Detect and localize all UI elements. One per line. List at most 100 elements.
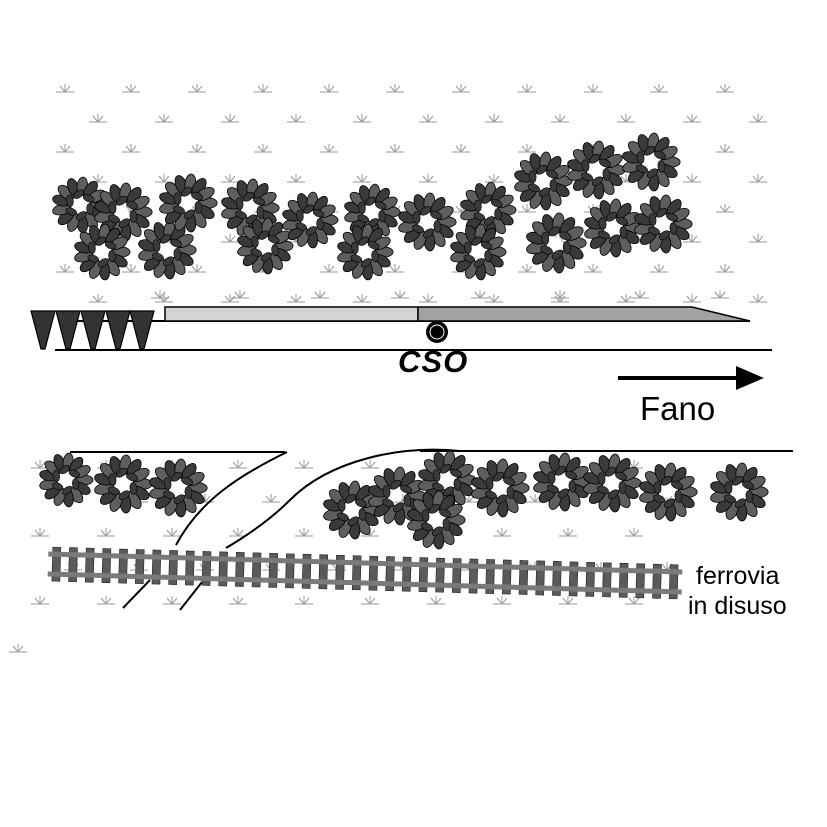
grass-tuft-icon — [254, 84, 272, 93]
grass-tuft-icon — [163, 528, 181, 537]
grass-tuft-icon — [485, 114, 503, 123]
grass-tuft-icon — [749, 294, 767, 303]
railway-track-icon — [47, 546, 683, 600]
station-label: CSO — [398, 344, 469, 379]
shrub-icon — [622, 132, 681, 192]
shrub-icon — [94, 454, 153, 514]
grass-tuft-icon — [716, 84, 734, 93]
grass-tuft-icon — [584, 264, 602, 273]
grass-tuft-icon — [452, 84, 470, 93]
grass-tuft-icon — [163, 596, 181, 605]
grass-tuft-icon — [452, 144, 470, 153]
railway-rail — [48, 551, 683, 575]
railway-rail — [47, 571, 682, 595]
grass-tuft-icon — [89, 174, 107, 183]
station-marker-icon — [426, 321, 448, 343]
grass-tuft-icon — [471, 290, 489, 299]
grass-tuft-icon — [287, 174, 305, 183]
arrow-right-icon — [618, 366, 764, 390]
grass-tuft-icon — [749, 114, 767, 123]
grass-tuft-icon — [188, 264, 206, 273]
shrub-icon — [337, 223, 394, 281]
grass-tuft-icon — [229, 528, 247, 537]
grass-tuft-icon — [584, 84, 602, 93]
grass-tuft-icon — [518, 84, 536, 93]
grass-tuft-icon — [31, 596, 49, 605]
grass-tuft-icon — [419, 114, 437, 123]
grass-tuft-icon — [122, 84, 140, 93]
grass-tuft-icon — [221, 174, 239, 183]
grass-tuft-icon — [89, 114, 107, 123]
grass-tuft-icon — [320, 84, 338, 93]
grass-tuft-icon — [518, 204, 536, 213]
grass-tuft-icon — [683, 174, 701, 183]
grass-tuft-icon — [295, 528, 313, 537]
grass-tuft-icon — [155, 114, 173, 123]
shrub-icon — [639, 462, 698, 522]
grass-tuft-icon — [427, 596, 445, 605]
shrub-icon — [514, 151, 573, 211]
grass-tuft-icon — [9, 644, 27, 653]
shrub-icon — [149, 458, 208, 518]
grass-tuft-icon — [650, 264, 668, 273]
bollards-icon — [30, 310, 155, 350]
grass-tuft-icon — [386, 144, 404, 153]
bollard-icon — [105, 310, 131, 350]
grass-tuft-icon — [122, 264, 140, 273]
grass-tuft-icon — [683, 294, 701, 303]
grass-tuft-icon — [551, 114, 569, 123]
grass-tuft-icon — [711, 290, 729, 299]
grass-tuft-icon — [493, 596, 511, 605]
grass-tuft-icon — [320, 144, 338, 153]
grass-tuft-icon — [254, 144, 272, 153]
grass-tuft-icon — [287, 114, 305, 123]
grass-tuft-icon — [683, 114, 701, 123]
grass-tuft-icon — [650, 84, 668, 93]
grass-tuft-icon — [56, 264, 74, 273]
grass-tuft-icon — [716, 204, 734, 213]
grass-tuft-icon — [361, 596, 379, 605]
grass-tuft-icon — [551, 290, 569, 299]
grass-tuft-icon — [361, 460, 379, 469]
side-road-right-dash — [179, 581, 203, 611]
grass-tuft-icon — [518, 264, 536, 273]
grass-tuft-icon — [391, 290, 409, 299]
railway-label-line1: ferrovia — [696, 562, 780, 590]
grass-tuft-icon — [311, 290, 329, 299]
shrub-icon — [323, 480, 382, 540]
shrub-icon — [221, 178, 280, 238]
side-road-left-dash — [122, 579, 151, 609]
grass-tuft-icon — [353, 174, 371, 183]
shrub-icon — [39, 452, 94, 508]
grass-tuft-icon — [716, 144, 734, 153]
shrub-icon — [74, 223, 131, 281]
grass-tuft-icon — [97, 596, 115, 605]
grass-tuft-icon — [386, 84, 404, 93]
grass-tuft-icon — [229, 460, 247, 469]
grass-tuft-icon — [493, 528, 511, 537]
grass-tuft-icon — [518, 144, 536, 153]
shrub-icon — [710, 462, 769, 522]
shrub-icon — [584, 198, 643, 258]
grass-tuft-icon — [559, 596, 577, 605]
shrub-icon — [583, 453, 642, 513]
bollard-icon — [80, 310, 106, 350]
barrier-light — [164, 306, 419, 322]
side-road-left-edge — [175, 451, 288, 546]
shrub-icon — [471, 458, 530, 518]
grass-tuft-icon — [89, 294, 107, 303]
grass-tuft-icon — [353, 294, 371, 303]
grass-tuft-icon — [749, 234, 767, 243]
grass-tuft-icon — [353, 114, 371, 123]
grass-tuft-icon — [231, 290, 249, 299]
grass-tuft-icon — [122, 144, 140, 153]
grass-tuft-icon — [188, 84, 206, 93]
grass-tuft-icon — [559, 528, 577, 537]
grass-tuft-icon — [485, 294, 503, 303]
station-marker-highlight — [429, 324, 445, 340]
shrub-icon — [368, 466, 427, 526]
grass-tuft-icon — [287, 294, 305, 303]
grass-tuft-icon — [221, 294, 239, 303]
